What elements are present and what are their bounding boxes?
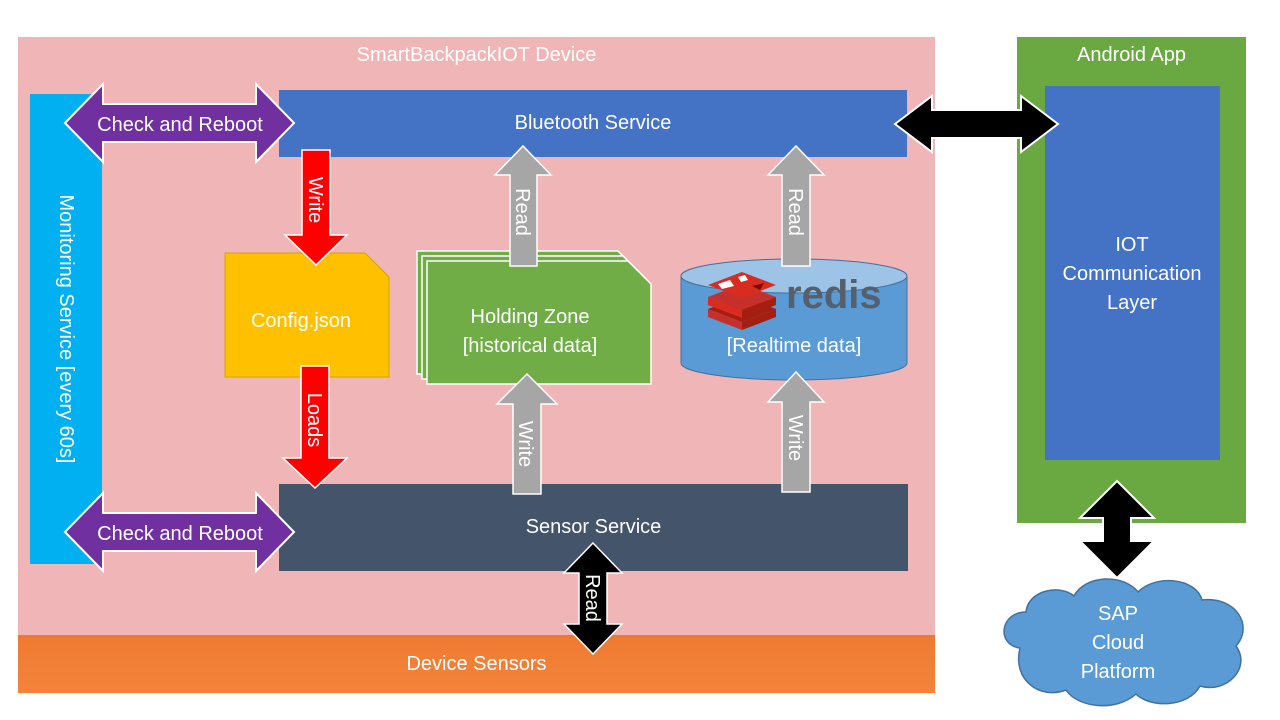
redis-logo-icon: [708, 272, 776, 330]
sap-cloud-line1: SAP: [1098, 603, 1138, 625]
iot-label-line3: Layer: [1107, 292, 1157, 314]
check-reboot-bottom-label: Check and Reboot: [97, 523, 263, 545]
read-sensors-arrow: [562, 541, 624, 656]
holding-zone-line2: [historical data]: [463, 335, 598, 357]
android-app-title: Android App: [1077, 44, 1186, 66]
write-redis-label: Write: [784, 415, 806, 461]
holding-zone-line1: Holding Zone: [471, 306, 590, 328]
check-reboot-top-arrow: [63, 81, 296, 165]
write-redis-arrow: [766, 370, 826, 493]
bluetooth-android-arrow: [893, 93, 1060, 155]
read-redis-label: Read: [784, 188, 806, 236]
bluetooth-service: Bluetooth Service: [279, 90, 907, 157]
write-holding-arrow: [495, 372, 559, 495]
monitoring-service: [30, 94, 102, 564]
sap-cloud-shape: [1003, 578, 1244, 707]
sap-cloud-line2: Cloud: [1092, 632, 1144, 654]
redis-logo-text: redis: [786, 273, 882, 317]
read-holding-label: Read: [511, 188, 533, 236]
iot-label-line2: Communication: [1063, 263, 1202, 285]
iot-communication-layer: [1045, 86, 1220, 460]
read-holding-arrow: [493, 144, 553, 267]
write-config-arrow: [283, 149, 349, 267]
loads-arrow: [281, 365, 349, 490]
holding-zone-front: [426, 260, 652, 385]
write-holding-label: Write: [514, 421, 536, 467]
device-sensors-bar: Device Sensors: [18, 635, 935, 693]
redis-label: [Realtime data]: [727, 335, 862, 357]
sap-cloud-line3: Platform: [1081, 661, 1155, 683]
check-reboot-bottom-arrow: [63, 490, 296, 574]
read-sensors-label: Read: [581, 574, 603, 622]
check-reboot-top-label: Check and Reboot: [97, 114, 263, 136]
loads-label: Loads: [303, 393, 325, 448]
read-redis-arrow: [766, 144, 826, 267]
config-json-label: Config.json: [251, 310, 351, 332]
write-config-label: Write: [304, 177, 326, 223]
device-title: SmartBackpackIOT Device: [356, 44, 597, 66]
iot-label-line1: IOT: [1115, 234, 1148, 256]
android-cloud-arrow: [1077, 479, 1157, 580]
config-json-shape: [224, 252, 390, 378]
